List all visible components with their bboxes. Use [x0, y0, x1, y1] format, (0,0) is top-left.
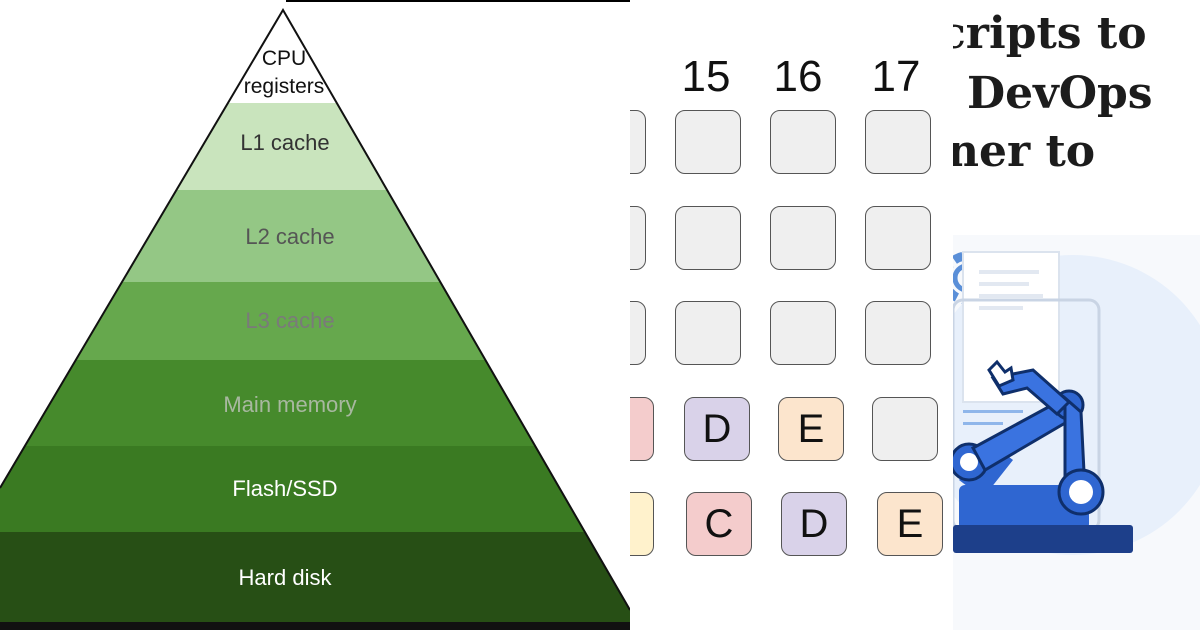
grid-cell — [630, 206, 646, 270]
grid-cell — [630, 492, 654, 556]
grid-cell — [865, 206, 931, 270]
bottom-border-bar — [0, 622, 630, 630]
article-thumbnail-panel: cripts to DevOps ner to — [953, 0, 1200, 630]
column-number-17: 17 — [871, 52, 921, 101]
grid-cell — [630, 301, 646, 365]
grid-cell-c: C — [686, 492, 752, 556]
top-border-line — [286, 0, 630, 2]
schedule-grid-panel: 15 16 17 D E C D E — [630, 0, 953, 630]
grid-cell — [675, 301, 741, 365]
grid-cell — [675, 206, 741, 270]
grid-cell — [630, 110, 646, 174]
pyramid-graphic — [0, 8, 630, 622]
level-label-main-memory: Main memory — [223, 392, 357, 417]
headline-line-3: ner to — [953, 126, 1096, 177]
pyramid-outline — [0, 8, 630, 611]
pyramid-band-hard-disk — [0, 532, 630, 622]
grid-cell — [865, 110, 931, 174]
headline-line-1: cripts to — [953, 8, 1147, 59]
grid-cell-e: E — [877, 492, 943, 556]
grid-cell — [630, 397, 654, 461]
grid-cell — [872, 397, 938, 461]
grid-cell-d: D — [684, 397, 750, 461]
level-label-l3-cache: L3 cache — [245, 308, 335, 333]
grid-cell-e: E — [778, 397, 844, 461]
grid-cell — [865, 301, 931, 365]
grid-cell — [675, 110, 741, 174]
level-label-hard-disk: Hard disk — [238, 565, 332, 590]
grid-cell — [770, 110, 836, 174]
grid-cell — [770, 301, 836, 365]
pyramid-band-flash-ssd — [0, 446, 630, 532]
robot-arm-icon — [953, 235, 1200, 630]
column-number-15: 15 — [681, 52, 731, 101]
column-number-16: 16 — [773, 52, 823, 101]
grid-cell — [770, 206, 836, 270]
grid-cell-d: D — [781, 492, 847, 556]
level-label-l2-cache: L2 cache — [245, 224, 335, 249]
level-label-l1-cache: L1 cache — [240, 130, 330, 155]
level-label-flash-ssd: Flash/SSD — [232, 476, 338, 501]
headline-line-2: DevOps — [967, 68, 1153, 119]
